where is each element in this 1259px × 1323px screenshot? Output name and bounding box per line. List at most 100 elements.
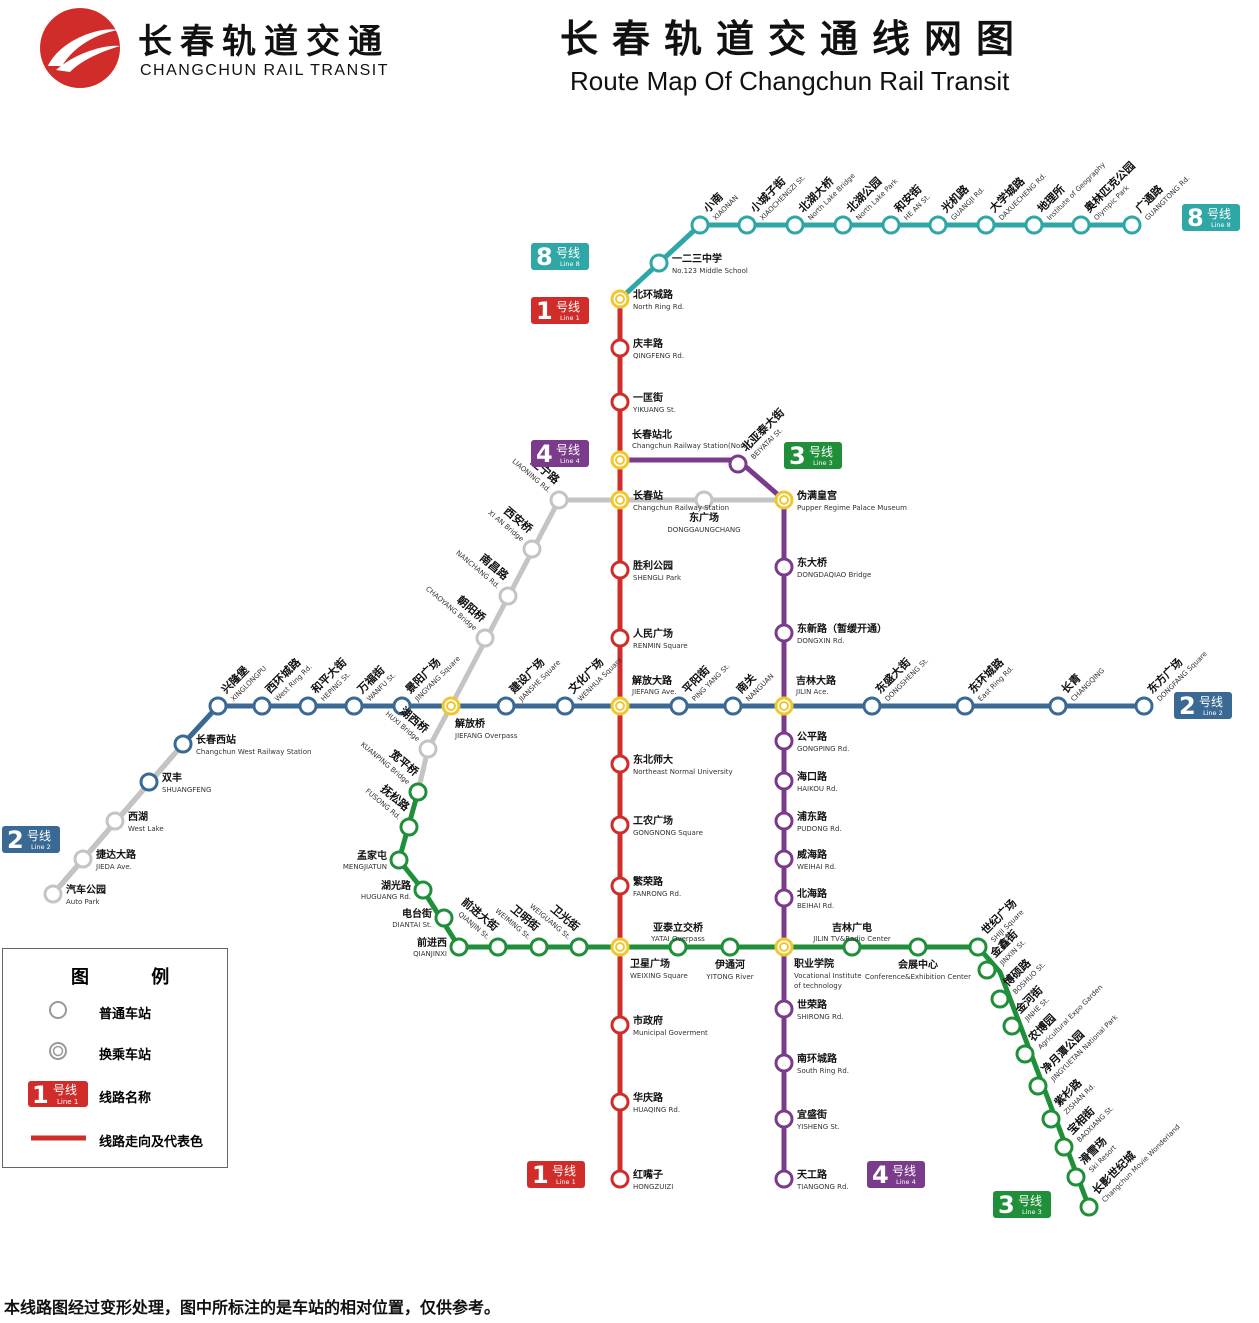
- badge-number: 8: [1187, 204, 1204, 232]
- station-name-en: QIANJINXI: [413, 950, 447, 958]
- station-name-zh: 亚泰立交桥: [653, 921, 704, 934]
- badge-sub: Line 4: [560, 457, 580, 465]
- station-name-zh: 湖光路: [381, 879, 412, 892]
- station: [73, 849, 93, 869]
- station: [522, 539, 542, 559]
- station-name-en: Northeast Normal University: [633, 768, 733, 776]
- station: [833, 215, 853, 235]
- station: [569, 937, 589, 957]
- station: [908, 937, 928, 957]
- station-name-zh: 东北师大: [633, 753, 673, 766]
- station-name-en: DONGDAQIAO Bridge: [797, 571, 871, 579]
- station-name-en: RENMIN Square: [633, 642, 688, 650]
- station-name-en: West Lake: [128, 825, 164, 833]
- badge-sub: Line 4: [896, 1178, 916, 1186]
- station-name-en: YISHENG St.: [796, 1123, 840, 1131]
- badge-sub: Line 2: [31, 843, 51, 851]
- station-name-zh: 捷达大路: [96, 848, 137, 861]
- station: [649, 253, 669, 273]
- station: [208, 696, 228, 716]
- station: [723, 696, 743, 716]
- station-label: 西湖 West Lake: [128, 810, 164, 833]
- station-name-zh: 解放桥: [455, 717, 486, 730]
- station-name-en: North Ring Rd.: [633, 303, 684, 311]
- station-name-zh: 伪满皇宫: [796, 489, 837, 502]
- badge-number: 1: [536, 297, 553, 325]
- badge-sub: Line 2: [1203, 709, 1223, 717]
- station: [774, 623, 794, 643]
- legend-badge-number: 1: [32, 1081, 49, 1109]
- station: [785, 215, 805, 235]
- badge-label: 号线: [556, 300, 580, 314]
- station-name-en: WEIXING Square: [630, 972, 688, 980]
- station: [694, 490, 714, 510]
- badge-number: 2: [7, 826, 24, 854]
- legend-interchange-label: 换乘车站: [99, 1048, 152, 1063]
- station-name-en: WEIHAI Rd.: [797, 863, 836, 871]
- station: [1066, 1167, 1086, 1187]
- legend-line-color-label: 线路走向及代表色: [99, 1135, 204, 1150]
- station-name-en: JIEFANG Ave.: [631, 688, 677, 696]
- station-name-en: No.123 Middle School: [672, 267, 748, 275]
- station: [555, 696, 575, 716]
- station-name-zh: 南环城路: [797, 1052, 838, 1065]
- badge-sub: Line 3: [1022, 1208, 1042, 1216]
- station-name-en: YITONG River: [705, 973, 753, 981]
- station-name-zh: 西湖: [128, 810, 148, 823]
- station-name-zh: 前进西: [417, 936, 447, 949]
- station: [475, 628, 495, 648]
- badge-number: 4: [872, 1161, 889, 1189]
- station-name-zh: 市政府: [633, 1014, 663, 1027]
- station-name-en: YATAI Overpass: [650, 935, 705, 943]
- line-4-route: [620, 457, 787, 1179]
- station: [881, 215, 901, 235]
- station: [1134, 696, 1154, 716]
- station: [1048, 696, 1068, 716]
- legend-symbols: 1 号线 Line 1: [28, 1001, 88, 1141]
- badge-sub: Line 1: [556, 1178, 576, 1186]
- station: [610, 815, 630, 835]
- legend-badge-sub: Line 1: [57, 1098, 78, 1106]
- station: [449, 937, 469, 957]
- station-name-zh: 北环城路: [633, 288, 674, 301]
- station-name-en: PUDONG Rd.: [797, 825, 842, 833]
- station: [610, 1092, 630, 1112]
- line-badge-icon: [28, 1081, 88, 1107]
- station-name-zh: 世荣路: [797, 998, 828, 1011]
- interchange-station: [610, 490, 630, 510]
- station: [498, 586, 518, 606]
- badge-label: 号线: [809, 445, 833, 459]
- station-name-en: JILIN Ace.: [795, 688, 829, 696]
- station-name-en: JIEDA Ave.: [95, 863, 132, 871]
- station: [139, 772, 159, 792]
- station-name-zh: 双丰: [162, 771, 182, 784]
- station-name-en: Changchun Railway Station(North): [632, 442, 753, 450]
- station: [1054, 1137, 1074, 1157]
- station: [392, 696, 412, 716]
